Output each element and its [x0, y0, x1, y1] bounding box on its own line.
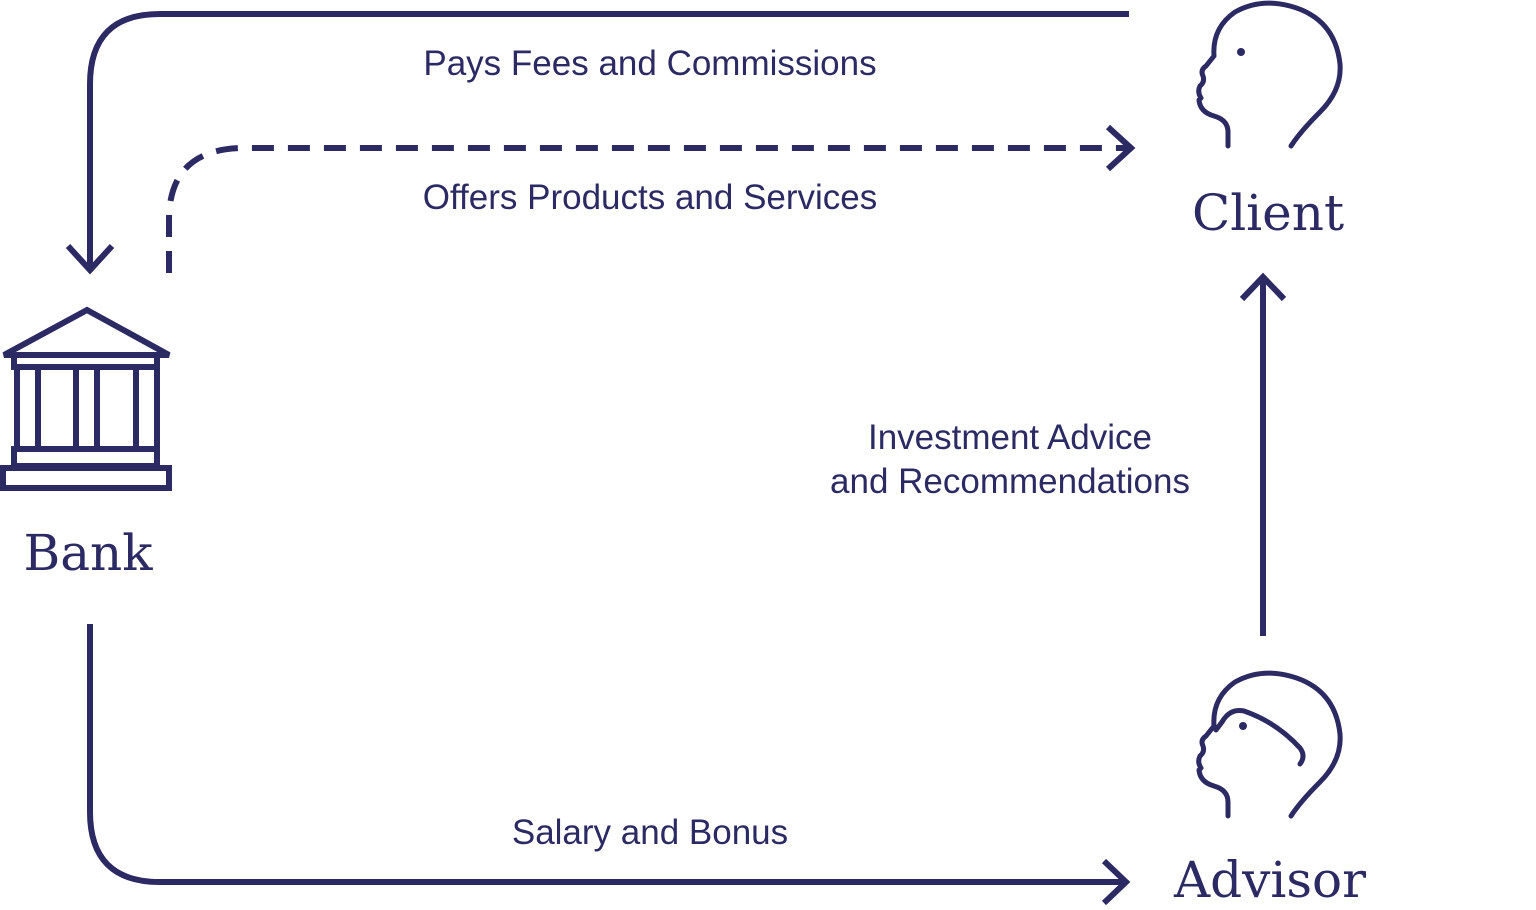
- client-node-label: Client: [1191, 184, 1345, 242]
- salary-label: Salary and Bonus: [511, 813, 789, 852]
- advice-arrow: [1239, 272, 1287, 636]
- bank-building-icon: [0, 306, 172, 491]
- bank-node-label: Bank: [23, 524, 153, 582]
- advice-label-line2: and Recommendations: [830, 462, 1190, 501]
- offers-products-label: Offers Products and Services: [422, 178, 878, 217]
- offers-products-arrow: [166, 124, 1136, 273]
- advisor-head-with-glasses-icon: [1196, 670, 1343, 819]
- pays-fees-arrow: [65, 11, 1129, 275]
- pays-fees-label: Pays Fees and Commissions: [423, 44, 877, 83]
- client-head-icon: [1196, 0, 1343, 149]
- advice-label-line1: Investment Advice: [867, 418, 1153, 457]
- salary-arrow: [87, 624, 1131, 906]
- advisor-node-label: Advisor: [1173, 851, 1367, 909]
